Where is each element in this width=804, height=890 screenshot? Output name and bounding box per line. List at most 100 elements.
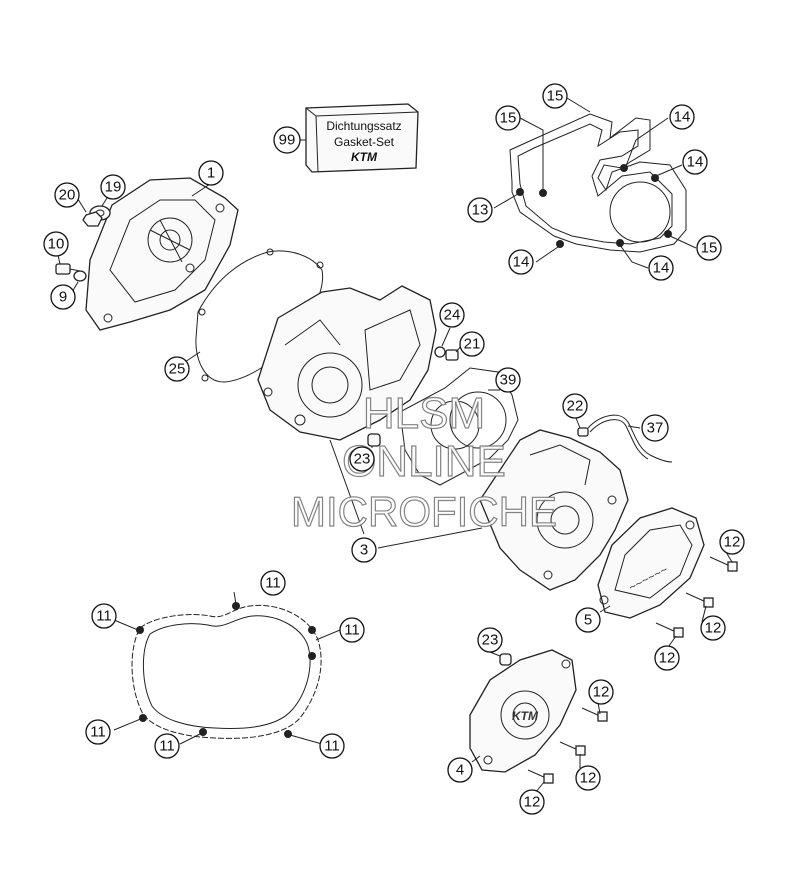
callout-14-right: 14 xyxy=(682,149,708,175)
callout-5: 5 xyxy=(575,607,601,633)
callout-number: 11 xyxy=(344,622,360,639)
callout-circle xyxy=(700,615,726,641)
callout-circle xyxy=(648,255,674,281)
callout-circle xyxy=(562,393,588,419)
callout-12-f: 12 xyxy=(519,789,545,815)
callout-circle xyxy=(495,367,521,393)
callout-circle xyxy=(542,83,568,109)
callout-11-b: 11 xyxy=(91,603,117,629)
callout-14-left: 14 xyxy=(508,249,534,275)
callout-number: 11 xyxy=(324,738,340,755)
callout-25: 25 xyxy=(164,356,190,382)
callout-number: 25 xyxy=(169,361,186,378)
callout-circle xyxy=(641,414,669,442)
callout-9: 9 xyxy=(50,284,76,310)
callout-4: 4 xyxy=(447,757,473,783)
callout-number: 39 xyxy=(500,372,517,389)
callout-circle xyxy=(43,231,69,257)
callout-99: 99 xyxy=(273,126,301,154)
gasket-set-13-14-15 xyxy=(509,113,687,253)
gasket-kit-box: Dichtungssatz Gasket-Set KTM xyxy=(305,103,419,173)
callout-37: 37 xyxy=(641,414,669,442)
callout-number: 5 xyxy=(584,612,592,629)
callout-circle xyxy=(459,331,485,357)
breather-hose-37 xyxy=(587,414,673,463)
callout-11-d: 11 xyxy=(85,719,111,745)
dowel-pin-upper xyxy=(367,433,381,447)
callout-23-lower: 23 xyxy=(477,627,503,653)
callout-19: 19 xyxy=(100,174,126,200)
callout-14-top: 14 xyxy=(669,104,695,130)
callout-number: 3 xyxy=(360,542,368,559)
callout-11-e: 11 xyxy=(154,733,180,759)
o-ring-9 xyxy=(73,270,87,282)
nut-20 xyxy=(82,211,103,227)
callout-12-c: 12 xyxy=(654,645,680,671)
watermark-line-3: MICROFICHE xyxy=(291,488,557,535)
callout-number: 99 xyxy=(279,132,296,149)
callout-circle xyxy=(349,446,375,472)
callout-number: 12 xyxy=(724,534,741,551)
callout-circle xyxy=(682,149,708,175)
callout-number: 15 xyxy=(701,240,718,257)
callout-24: 24 xyxy=(439,302,465,328)
callout-21: 21 xyxy=(459,331,485,357)
callout-circle xyxy=(91,603,117,629)
bolt-12-c xyxy=(655,622,684,638)
callout-number: 15 xyxy=(500,110,517,127)
callout-number: 11 xyxy=(96,608,112,625)
callout-circle xyxy=(467,197,493,223)
callout-circle xyxy=(447,757,473,783)
callout-number: 19 xyxy=(105,179,122,196)
callout-number: 21 xyxy=(464,336,481,353)
clutch-cover: ~~~~~~ xyxy=(597,507,705,619)
callout-11-f: 11 xyxy=(319,733,345,759)
callout-number: 12 xyxy=(659,650,676,667)
washer-24 xyxy=(434,346,446,358)
callout-number: 9 xyxy=(59,289,67,306)
callout-circle xyxy=(351,537,377,563)
callout-20: 20 xyxy=(54,182,80,208)
callout-number: 12 xyxy=(580,770,597,787)
screw-21 xyxy=(445,349,459,361)
callout-number: 12 xyxy=(593,684,610,701)
callout-number: 12 xyxy=(705,620,722,637)
callout-circle xyxy=(100,174,126,200)
callout-circle xyxy=(508,249,534,275)
callout-number: 37 xyxy=(647,420,664,437)
callout-12-e: 12 xyxy=(575,765,601,791)
bolt-12-b xyxy=(685,592,714,608)
callout-circle xyxy=(164,356,190,382)
callout-number: 22 xyxy=(567,398,584,415)
bolt-12-a xyxy=(709,556,738,572)
callout-circle xyxy=(260,570,286,596)
callout-number: 11 xyxy=(265,575,281,592)
callout-15-top: 15 xyxy=(542,83,568,109)
callout-circle xyxy=(319,733,345,759)
callout-circle xyxy=(575,765,601,791)
callout-circle xyxy=(575,607,601,633)
callout-39: 39 xyxy=(495,367,521,393)
callout-14-bottom: 14 xyxy=(648,255,674,281)
callout-circle xyxy=(85,719,111,745)
callout-number: 14 xyxy=(687,154,704,171)
callout-3: 3 xyxy=(351,537,377,563)
callout-circle xyxy=(339,617,365,643)
callout-circle xyxy=(439,302,465,328)
callout-circle xyxy=(669,104,695,130)
water-pump-cover: KTM xyxy=(469,649,577,773)
callout-circle xyxy=(588,679,614,705)
callout-number: 14 xyxy=(674,109,691,126)
bolt-12-f xyxy=(527,769,554,784)
callouts: 99 1 19 20 10 9 25 24 21 39 22 37 23 3 5… xyxy=(43,83,745,815)
callout-13: 13 xyxy=(467,197,493,223)
callout-number: 15 xyxy=(547,88,564,105)
callout-15-left: 15 xyxy=(495,105,521,131)
callout-number: 4 xyxy=(456,762,464,779)
callout-23-upper: 23 xyxy=(349,446,375,472)
bolt-12-e xyxy=(559,741,586,756)
callout-number: 11 xyxy=(90,724,106,741)
ignition-cover xyxy=(85,177,239,331)
callout-circle xyxy=(654,645,680,671)
callout-circle xyxy=(696,235,722,261)
